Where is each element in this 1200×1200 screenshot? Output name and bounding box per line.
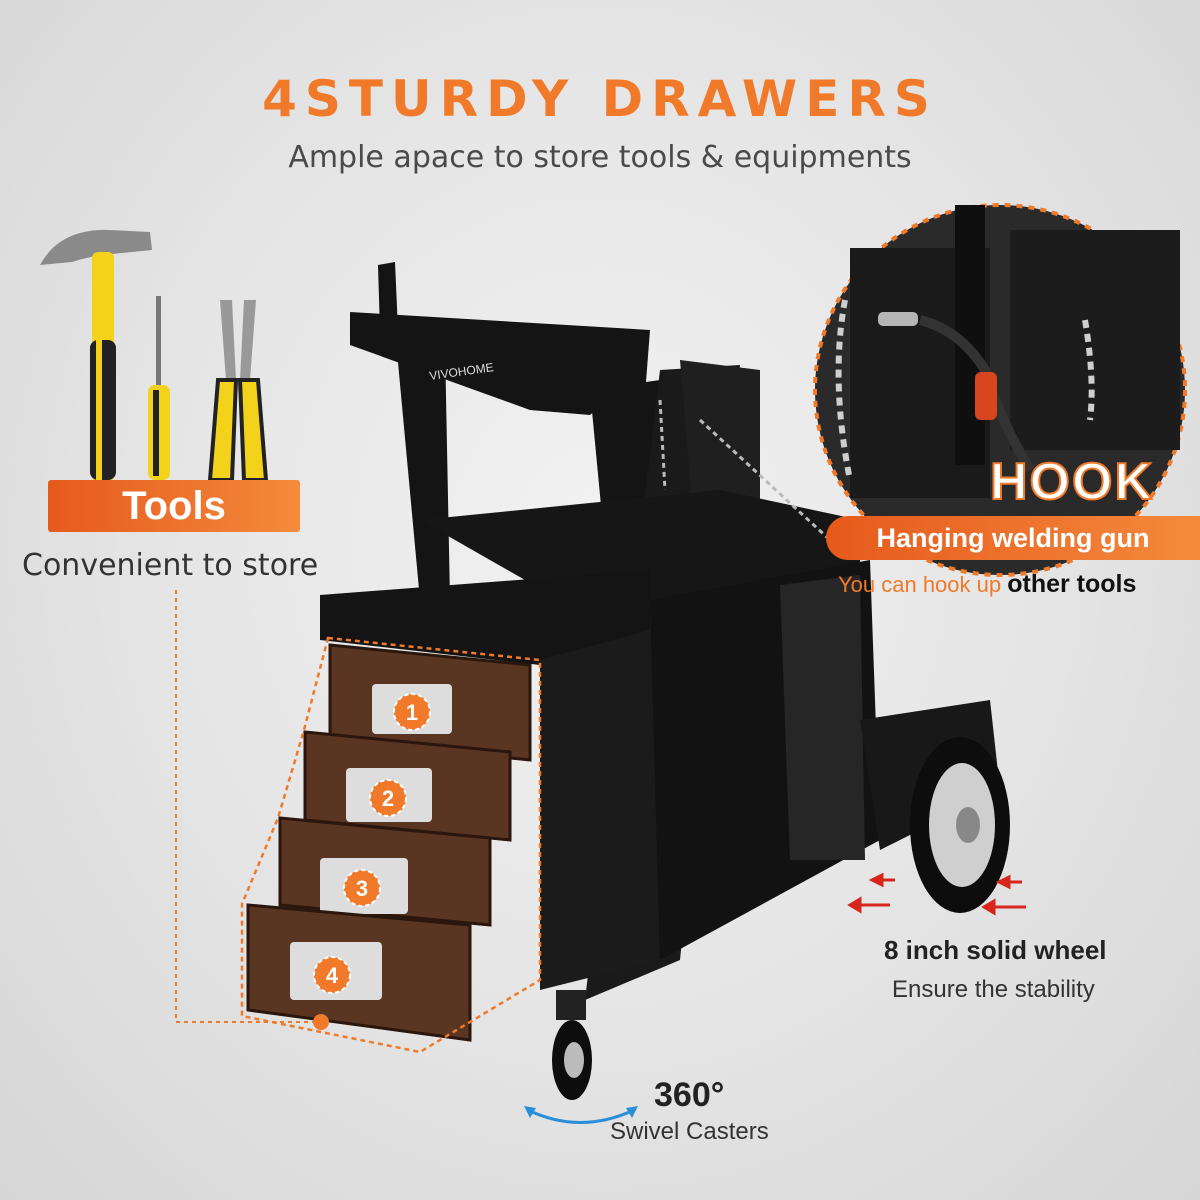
caster-degrees: 360° [654,1076,725,1114]
rotation-arrow-icon [527,1108,635,1124]
caster-note: Swivel Casters [610,1118,769,1145]
swivel-caster-icon [552,990,592,1100]
drawer-number-2: 2 [382,786,394,811]
cart-frame [320,262,1000,1000]
hook-title: HOOK [989,452,1154,512]
main-title: 4STURDY DRAWERS [262,70,938,128]
tools-badge: Tools [48,480,300,532]
hammer-icon [40,229,152,482]
solid-wheel-icon [910,737,1010,913]
drawer-number-badges: 1 2 3 4 [313,693,431,994]
tools-caption: Convenient to store [22,548,319,583]
screwdriver-icon [148,296,170,480]
drawer-number-1: 1 [406,700,418,725]
hook-note: You can hook up other tools [838,570,1136,599]
drawer-4 [246,903,472,1042]
hook-note-prefix: You can hook up [838,572,1008,597]
hanging-gun-badge: Hanging welding gun [826,516,1200,560]
pliers-icon [207,300,269,482]
drawer-number-3: 3 [356,876,368,901]
connector-dot [313,1014,329,1030]
tools-connector-line [175,590,320,1023]
wheel-title: 8 inch solid wheel [884,935,1107,965]
hook-detail-inset [813,203,1187,577]
drawer-number-4: 4 [326,963,339,988]
wheel-note: Ensure the stability [892,976,1095,1003]
subtitle: Ample apace to store tools & equipments [288,140,912,175]
drawers-outline [240,636,542,1054]
drawer-3 [278,816,492,927]
wheel-arrows [847,872,1026,916]
hook-note-emphasis: other tools [1007,570,1137,598]
